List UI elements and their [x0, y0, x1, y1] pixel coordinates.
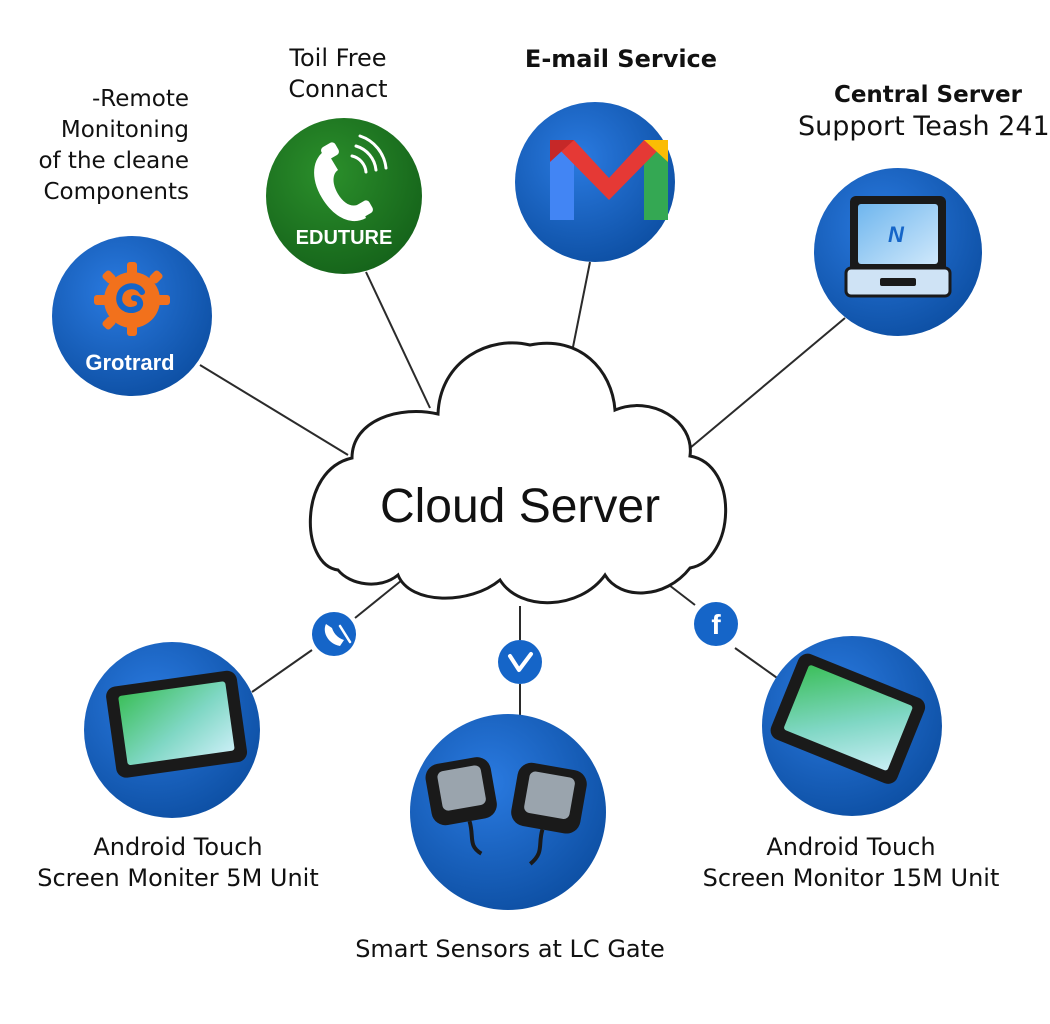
link-email	[571, 261, 591, 353]
remote-monitoring-node[interactable]: Grotrard	[52, 236, 212, 396]
link-android-left	[251, 649, 313, 693]
central-server-label-line: Central Server	[833, 82, 1022, 108]
central-server-node[interactable]: N	[814, 168, 982, 336]
android-right-label-line: Android Touch	[766, 833, 936, 861]
checkmark-icon	[508, 652, 533, 672]
toll-free-node[interactable]: EDUTURE	[266, 118, 422, 274]
central-server-label: Central Server Support Teash 241	[790, 80, 1050, 142]
email-node[interactable]	[515, 102, 675, 262]
badge-phone[interactable]	[312, 612, 356, 656]
badge-facebook[interactable]: f	[694, 602, 738, 646]
tablet-icon	[106, 670, 248, 778]
link-remote-monitoring	[199, 364, 349, 456]
remote-monitoring-label-line: Components	[43, 179, 189, 205]
android-right-label-line: Screen Monitor 15M Unit	[702, 864, 1000, 892]
remote-monitoring-label-line: -Remote	[91, 86, 189, 112]
cloud-server-node: Cloud Server	[309, 341, 728, 605]
android-left-label-line: Android Touch	[93, 833, 263, 861]
sensor-pair-icon	[425, 757, 587, 866]
remote-monitoring-label: -Remote Monitoning of the cleane Compone…	[14, 84, 189, 208]
grafana-icon-text: Grotrard	[85, 350, 174, 375]
toll-free-label: Toil Free Connact	[262, 43, 414, 105]
android-right-node[interactable]	[762, 636, 942, 816]
phone-icon	[314, 134, 388, 222]
android-left-label-line: Screen Moniter 5M Unit	[37, 864, 319, 892]
link-central-server	[689, 317, 846, 449]
link-android-right	[734, 647, 781, 681]
smart-sensors-label: Smart Sensors at LC Gate	[355, 935, 665, 963]
cloud-server-label: Cloud Server	[380, 480, 660, 533]
diagram-svg: Cloud Server Grotrard	[52, 102, 982, 910]
android-left-node[interactable]	[84, 642, 260, 818]
smart-sensors-node[interactable]	[410, 714, 606, 910]
diagram-canvas: Cloud Server Grotrard	[14, 43, 1050, 963]
badge-check[interactable]	[498, 640, 542, 684]
phone-icon-text: EDUTURE	[296, 227, 393, 249]
laptop-screen-glyph: N	[888, 222, 905, 247]
laptop-monitor-icon	[844, 196, 952, 298]
gmail-icon	[550, 140, 668, 220]
toll-free-label-line: Connact	[288, 75, 388, 103]
connector-lines	[199, 261, 846, 724]
android-right-label: Android Touch Screen Monitor 15M Unit	[696, 832, 1006, 894]
android-left-label: Android Touch Screen Moniter 5M Unit	[28, 832, 328, 894]
cloud-shape	[309, 341, 728, 605]
email-label: E-mail Service	[524, 45, 718, 73]
remote-monitoring-label-line: Monitoning	[60, 117, 189, 143]
central-server-label-line: Support Teash 241	[798, 111, 1050, 142]
phone-glyph-icon	[324, 624, 344, 646]
grafana-swirl-icon	[94, 262, 170, 336]
toll-free-label-line: Toil Free	[289, 44, 387, 72]
link-android-left-b	[354, 579, 403, 619]
link-toll-free	[365, 271, 431, 409]
facebook-f-icon: f	[711, 609, 721, 640]
remote-monitoring-label-line: of the cleane	[38, 148, 189, 174]
tablet-icon	[770, 653, 926, 784]
